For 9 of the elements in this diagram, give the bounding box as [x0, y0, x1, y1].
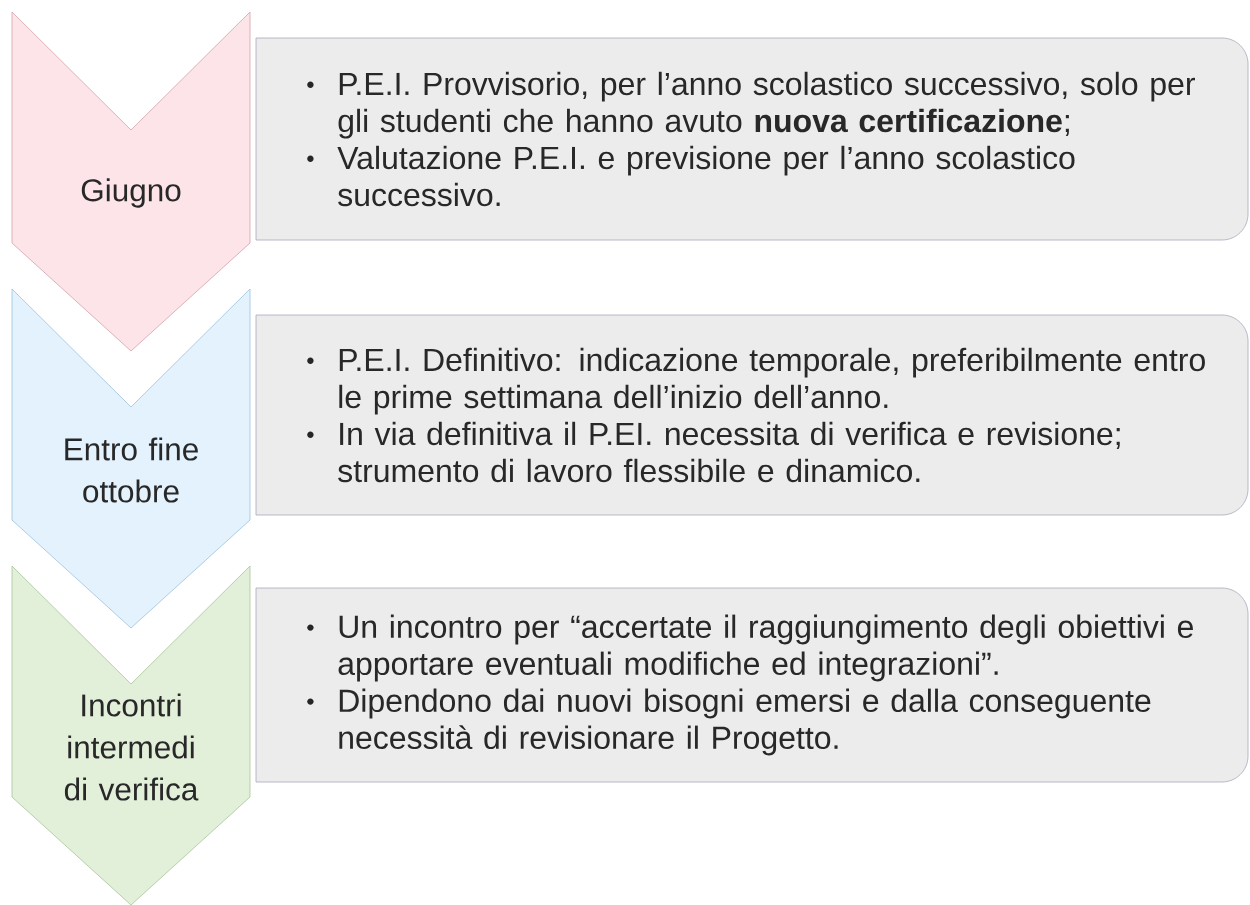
- bullet-item: In via definitiva il P.EI. necessita di verifica e revisione; strumento di lavoro flessibile e dinamico.: [307, 421, 1120, 483]
- bullet-item: Dipendono dai nuovi bisogni emersi e dalla conseguente necessità di revisionare il Progetto.: [307, 688, 1151, 756]
- bullet-item: Valutazione P.E.I. e previsione per l’anno scolastico successivo.: [307, 145, 1075, 207]
- bullet-item: P.E.I. Provvisorio, per l’anno scolastico successivo, solo per gli studenti che hanno avuto nuova certificazione;: [307, 71, 1195, 139]
- bullet-item: P.E.I. Definitivo: indicazione temporale, preferibilmente entro le prime settimana dell’inizio dell’anno.: [307, 347, 1205, 415]
- text-box: [255, 314, 1249, 516]
- bullet-item: Un incontro per “accertate il raggiungimento degli obiettivi e apportare eventuali modifiche ed integrazioni”.: [307, 614, 1193, 682]
- text-box: [255, 587, 1249, 783]
- text-box: [255, 37, 1249, 241]
